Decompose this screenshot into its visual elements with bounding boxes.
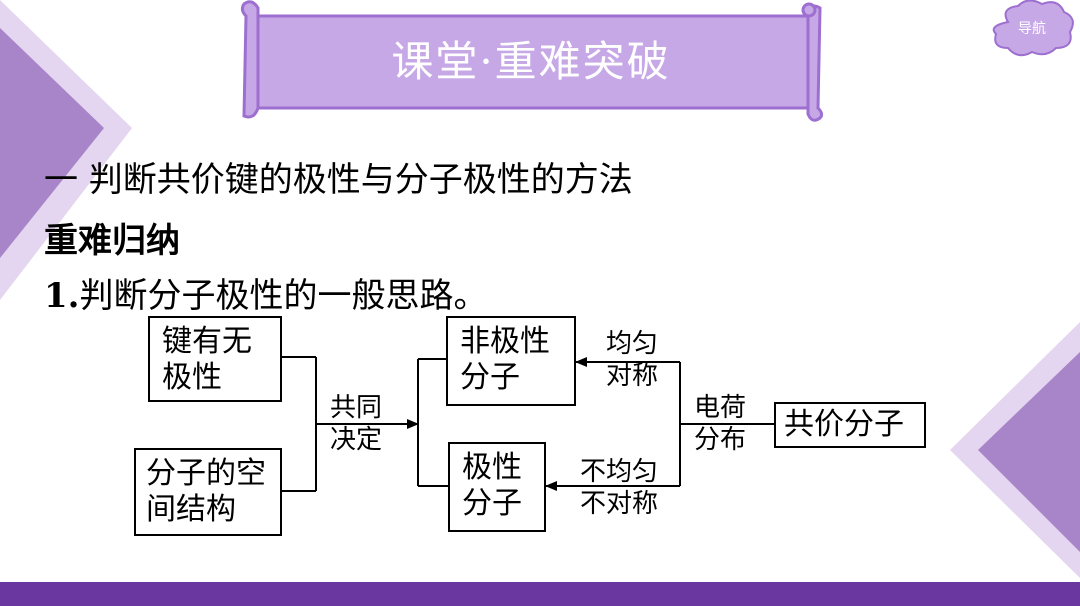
box-structure-line1: 分子的空: [146, 456, 266, 491]
label-joint-line2: 决定: [330, 425, 383, 455]
box-covalent-text: 共价分子: [784, 407, 904, 442]
box-bond-polarity: 键有无 极性: [148, 316, 282, 402]
section-subheading: 重难归纳: [44, 221, 180, 261]
label-charge-line1: 电荷: [694, 393, 747, 423]
box-polar-molecule: 极性 分子: [448, 442, 546, 532]
box-nonpolar-line2: 分子: [460, 360, 520, 395]
label-joint-determine: 共同 决定: [330, 392, 382, 456]
label-even-line2: 对称: [606, 361, 659, 391]
box-structure-line2: 间结构: [146, 492, 236, 527]
box-covalent-molecule: 共价分子: [774, 402, 926, 448]
label-uneven-line2: 不对称: [580, 489, 659, 519]
label-joint-line1: 共同: [330, 393, 383, 423]
point-1: 1.判断分子极性的一般思路。: [44, 268, 488, 317]
box-polar-line2: 分子: [462, 486, 522, 521]
right-triangle-dark: [978, 352, 1080, 552]
label-uneven-line1: 不均匀: [580, 457, 659, 487]
section-heading: 一 判断共价键的极性与分子极性的方法: [44, 160, 633, 200]
label-even-symmetric: 均匀 对称: [606, 328, 658, 392]
point-number: 1.: [44, 276, 80, 316]
label-charge-distribution: 电荷 分布: [694, 392, 746, 456]
bottom-bar: [0, 582, 1080, 606]
box-spatial-structure: 分子的空 间结构: [134, 448, 282, 536]
box-nonpolar-molecule: 非极性 分子: [446, 316, 576, 406]
label-uneven-asymmetric: 不均匀 不对称: [580, 456, 658, 520]
scroll-banner: [240, 0, 824, 122]
label-even-line1: 均匀: [606, 329, 659, 359]
banner-title: 课堂·重难突破: [391, 37, 671, 86]
label-charge-line2: 分布: [694, 425, 747, 455]
nav-cloud-shape: [992, 0, 1074, 57]
box-polar-line1: 极性: [462, 450, 522, 485]
box-bond-line2: 极性: [162, 360, 222, 395]
left-triangle-dark: [0, 28, 104, 258]
box-nonpolar-line1: 非极性: [460, 324, 550, 359]
point-text: 判断分子极性的一般思路。: [79, 276, 488, 316]
nav-button[interactable]: 导航: [1018, 21, 1046, 37]
box-bond-line1: 键有无: [162, 324, 252, 359]
